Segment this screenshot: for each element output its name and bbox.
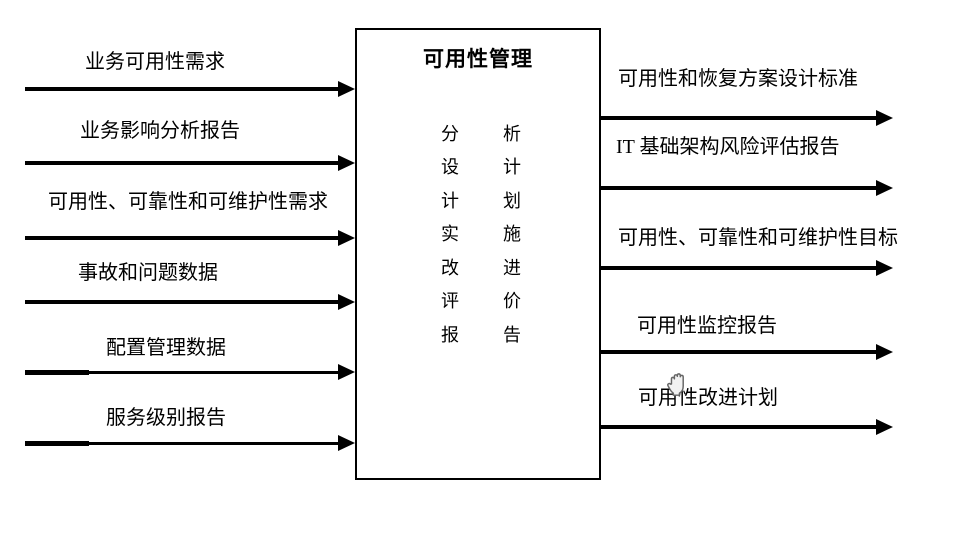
activity-analysis: 分 析 [441,116,521,150]
output-label-availability-improvement-plan: 可用性改进计划 [638,387,778,409]
arrow-head-icon [876,260,893,276]
input-label-service-level-report: 服务级别报告 [106,407,226,429]
activity-char: 实 [441,224,459,245]
activity-char: 评 [441,291,459,312]
activity-char: 设 [441,157,459,178]
output-arrow-4 [600,344,893,360]
output-arrow-1 [600,110,893,126]
arrow-head-icon [876,180,893,196]
arrow-shaft [600,116,878,120]
output-arrow-3 [600,260,893,276]
arrow-head-icon [876,419,893,435]
input-arrow-6 [25,435,355,451]
input-label-configuration-management-data: 配置管理数据 [106,337,226,359]
arrow-shaft [600,425,878,429]
arrow-shaft [600,350,878,354]
output-label-availability-recovery-design-criteria: 可用性和恢复方案设计标准 [618,68,858,90]
arrow-shaft [25,87,340,91]
activity-improvement: 改 进 [441,250,521,284]
arrow-shaft [600,186,878,190]
activity-char: 施 [503,224,521,245]
activity-char: 改 [441,257,459,278]
activity-planning: 计 划 [441,183,521,217]
input-arrow-5 [25,364,355,380]
process-activity-list: 分 析 设 计 计 划 实 施 改 进 评 价 [441,116,521,351]
arrow-shaft [25,371,340,374]
arrow-shaft [25,236,340,240]
input-arrow-1 [25,81,355,97]
arrow-stub [25,369,89,375]
arrow-stub [25,440,89,446]
arrow-shaft [600,266,878,270]
activity-char: 进 [503,257,521,278]
input-label-availability-reliability-maintainability-requirements: 可用性、可靠性和可维护性需求 [48,191,328,213]
activity-design: 设 计 [441,150,521,184]
arrow-head-icon [338,155,355,171]
activity-char: 分 [441,123,459,144]
arrow-head-icon [338,364,355,380]
arrow-head-icon [338,294,355,310]
activity-evaluation: 评 价 [441,284,521,318]
activity-char: 价 [503,291,521,312]
hand-cursor-icon [662,368,694,400]
input-label-incident-problem-data: 事故和问题数据 [78,262,218,284]
activity-char: 告 [503,324,521,345]
arrow-head-icon [338,81,355,97]
arrow-head-icon [338,230,355,246]
activity-char: 报 [441,324,459,345]
input-arrow-3 [25,230,355,246]
activity-reporting: 报 告 [441,317,521,351]
activity-char: 计 [503,157,521,178]
arrow-shaft [25,300,340,304]
input-label-business-availability-requirements: 业务可用性需求 [85,51,225,73]
output-arrow-2 [600,180,893,196]
activity-char: 析 [503,123,521,144]
arrow-shaft [25,161,340,165]
arrow-head-icon [876,344,893,360]
arrow-head-icon [876,110,893,126]
input-label-business-impact-analysis-report: 业务影响分析报告 [80,120,240,142]
arrow-shaft [25,442,340,445]
input-arrow-4 [25,294,355,310]
process-box-availability-management: 可用性管理 分 析 设 计 计 划 实 施 改 进 评 [355,28,601,480]
process-box-title: 可用性管理 [423,47,533,71]
input-arrow-2 [25,155,355,171]
arrow-head-icon [338,435,355,451]
activity-char: 计 [441,190,459,211]
output-arrow-5 [600,419,893,435]
output-label-availability-reliability-maintainability-targets: 可用性、可靠性和可维护性目标 [618,227,898,249]
output-label-availability-monitoring-report: 可用性监控报告 [637,315,777,337]
activity-implementation: 实 施 [441,217,521,251]
activity-char: 划 [503,190,521,211]
output-label-it-infrastructure-risk-assessment-report: IT 基础架构风险评估报告 [616,136,840,158]
